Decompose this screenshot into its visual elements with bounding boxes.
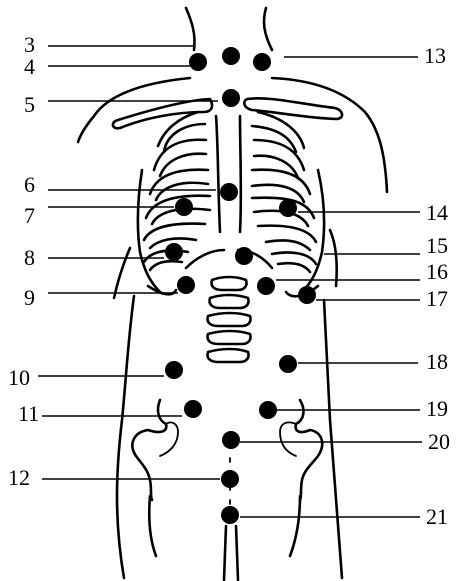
left-rib-cage: [138, 112, 210, 294]
point-15-label: 15: [426, 233, 448, 258]
point-4-label: 4: [24, 54, 35, 79]
point-20-label: 20: [428, 429, 450, 454]
point-20-dot: [222, 431, 240, 449]
point-21-dot: [221, 506, 239, 524]
point-12-label: 12: [8, 465, 30, 490]
point-12-dot: [221, 470, 239, 488]
point-9-dot: [177, 276, 195, 294]
point-16-label: 16: [426, 259, 448, 284]
point-5-dot: [222, 89, 240, 107]
point-7-label: 7: [24, 203, 35, 228]
point-18-dot: [279, 355, 297, 373]
point-6-label: 6: [24, 172, 35, 197]
right-hip-bone: [296, 400, 323, 500]
lower-midline: [224, 526, 238, 580]
right-leg-line: [290, 496, 300, 556]
right-arm-outline: [330, 230, 337, 286]
point-10-dot: [165, 361, 183, 379]
right-hip-inner: [280, 422, 296, 456]
point-13-dot: [253, 53, 271, 71]
point-16-dot: [257, 277, 275, 295]
left-shoulder-outline: [78, 78, 190, 142]
left-trunk-outline: [117, 296, 134, 578]
sternum: [216, 116, 241, 232]
point-4-dot: [189, 53, 207, 71]
point-3-dot: [222, 47, 240, 65]
point-5-label: 5: [24, 92, 35, 117]
point-18-label: 18: [426, 349, 448, 374]
point-9-label: 9: [24, 285, 35, 310]
left-hip-inner: [160, 422, 178, 456]
left-hip-bone: [132, 400, 166, 500]
point-14-dot: [279, 199, 297, 217]
point-17-label: 17: [426, 286, 448, 311]
point-8-dot: [165, 243, 183, 261]
point-10-label: 10: [8, 365, 30, 390]
point-8-label: 8: [24, 245, 35, 270]
point-15-dot: [235, 247, 253, 265]
left-leg-line: [149, 496, 156, 556]
point-6-dot: [220, 183, 238, 201]
point-19-dot: [259, 401, 277, 419]
point-14-label: 14: [426, 200, 448, 225]
point-19-label: 19: [426, 396, 448, 421]
right-clavicle: [244, 98, 342, 119]
left-arm-outline: [114, 248, 130, 298]
point-11-label: 11: [18, 401, 39, 426]
point-17-dot: [298, 286, 316, 304]
subcostal-arch: [186, 250, 272, 268]
neck-left-outline: [186, 8, 195, 50]
lumbar-spine: [207, 277, 250, 362]
point-11-dot: [184, 400, 202, 418]
neck-right-outline: [264, 8, 272, 50]
point-13-label: 13: [424, 43, 446, 68]
point-7-dot: [175, 198, 193, 216]
point-21-label: 21: [426, 504, 448, 529]
right-trunk-outline: [324, 300, 342, 578]
